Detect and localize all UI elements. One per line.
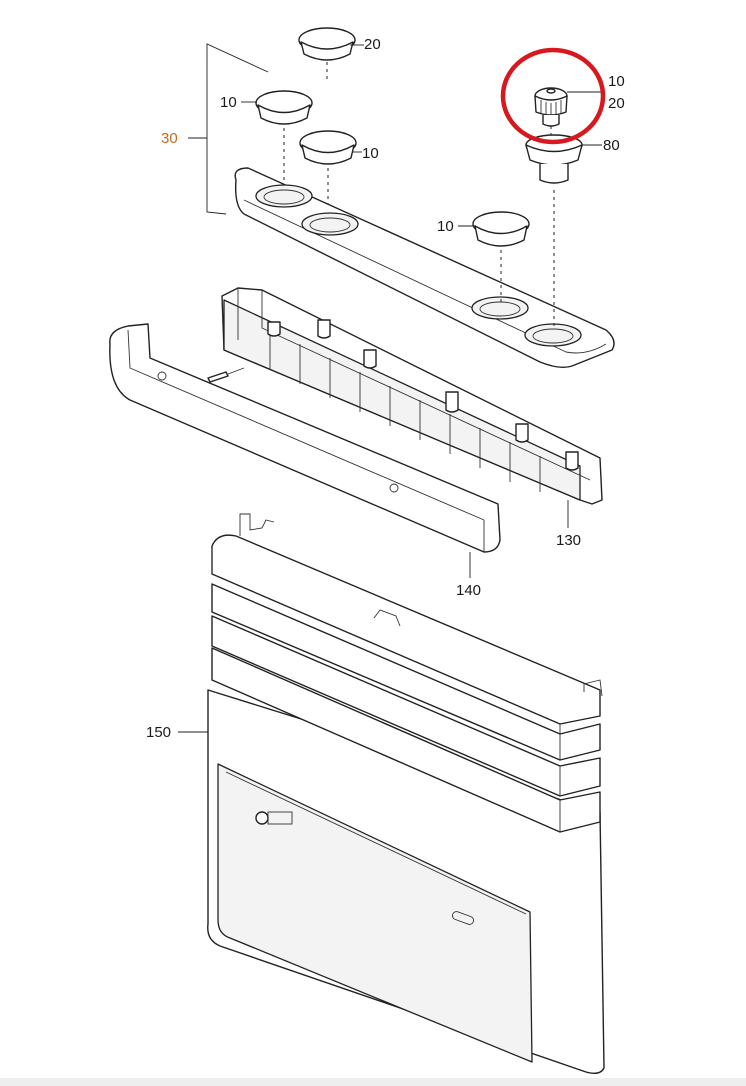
knob-assembly: [525, 87, 583, 326]
label-80: 80: [603, 137, 620, 154]
label-150: 150: [146, 724, 171, 741]
bottom-strip: [0, 1078, 746, 1086]
cap-part-20-top: [298, 27, 356, 82]
cap-part-10-middle: [299, 130, 357, 222]
label-knob-10: 10: [608, 73, 625, 90]
cap-part-10-left: [255, 90, 313, 186]
label-140: 140: [456, 582, 481, 599]
label-10-left: 10: [220, 94, 237, 111]
highlight-circle: [500, 47, 606, 145]
label-130: 130: [556, 532, 581, 549]
label-20-top: 20: [364, 36, 381, 53]
frame-part-130: [207, 287, 603, 505]
top-cover-strip: [234, 167, 615, 369]
label-10-middle: 10: [362, 145, 379, 162]
label-10-lower: 10: [437, 218, 454, 235]
cap-part-10-lower: [472, 211, 530, 302]
front-panel-150: [207, 513, 605, 1075]
trim-part-140: [109, 323, 501, 553]
group-bracket-30: [188, 43, 269, 215]
label-knob-20: 20: [608, 95, 625, 112]
label-30: 30: [161, 130, 178, 147]
